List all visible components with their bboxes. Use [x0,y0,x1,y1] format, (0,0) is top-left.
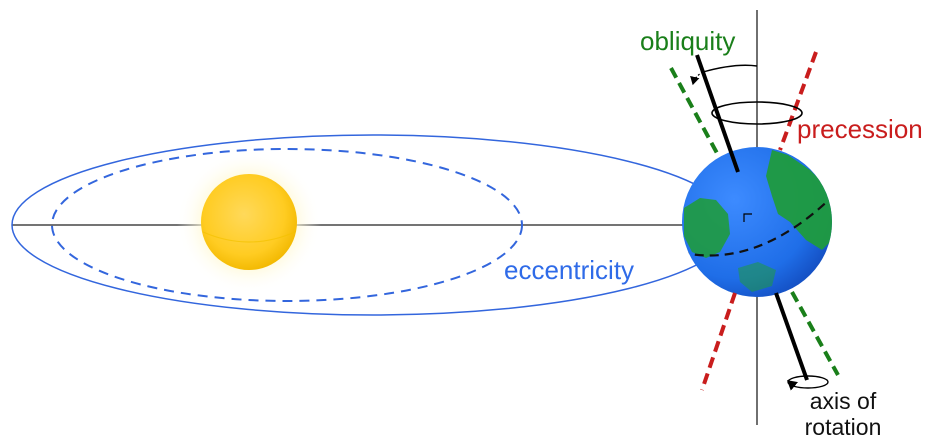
earth-icon [682,147,832,297]
obliquity-angle-arc [702,64,758,73]
rotation-loop-icon [786,375,829,391]
circular-orbit-dashed-ellipse [51,148,523,302]
precession-label: precession [797,114,923,144]
axis-label-line2: rotation [804,414,882,440]
obliquity-label: obliquity [640,26,736,56]
sun-icon [177,150,321,294]
precession-axis-upper [778,51,818,151]
precession-loop-icon [711,101,803,125]
rotation-axis-lower [774,292,809,381]
axis-label-line1: axis of [809,388,877,414]
eccentricity-label: eccentricity [504,255,635,285]
precession-axis-lower [700,292,737,391]
rotation-axis-upper [695,54,740,173]
axis-of-rotation-label: axis of rotation [768,388,918,440]
